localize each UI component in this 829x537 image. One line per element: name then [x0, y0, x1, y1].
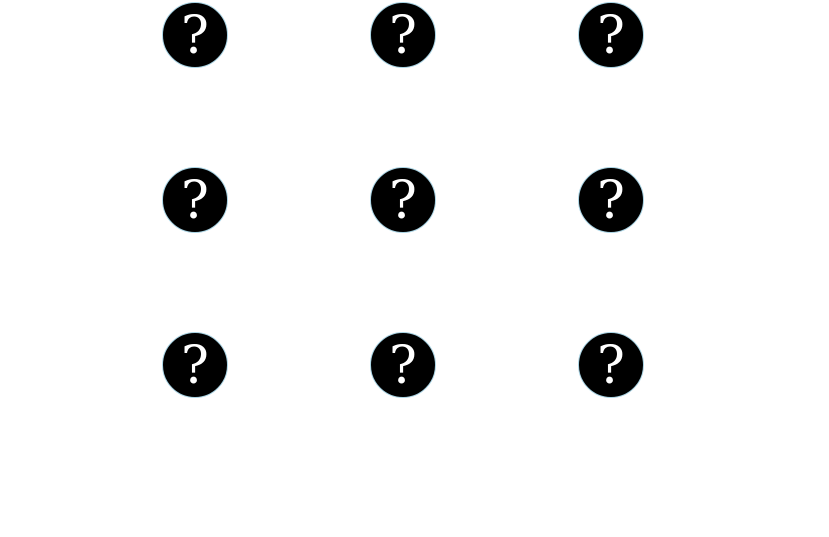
question-mark-icon: ?	[181, 6, 209, 66]
question-mark-icon: ?	[181, 171, 209, 231]
question-mark-icon: ?	[389, 6, 417, 66]
hidden-tile-1[interactable]: ?	[162, 2, 228, 68]
question-mark-icon: ?	[389, 171, 417, 231]
question-mark-icon: ?	[597, 171, 625, 231]
hidden-tile-5[interactable]: ?	[370, 167, 436, 233]
hidden-tile-9[interactable]: ?	[578, 332, 644, 398]
hidden-tile-8[interactable]: ?	[370, 332, 436, 398]
question-mark-icon: ?	[389, 336, 417, 396]
question-mark-icon: ?	[597, 6, 625, 66]
hidden-tile-2[interactable]: ?	[370, 2, 436, 68]
question-mark-icon: ?	[181, 336, 209, 396]
question-mark-icon: ?	[597, 336, 625, 396]
hidden-tile-7[interactable]: ?	[162, 332, 228, 398]
hidden-tile-4[interactable]: ?	[162, 167, 228, 233]
hidden-tile-3[interactable]: ?	[578, 2, 644, 68]
hidden-tile-6[interactable]: ?	[578, 167, 644, 233]
